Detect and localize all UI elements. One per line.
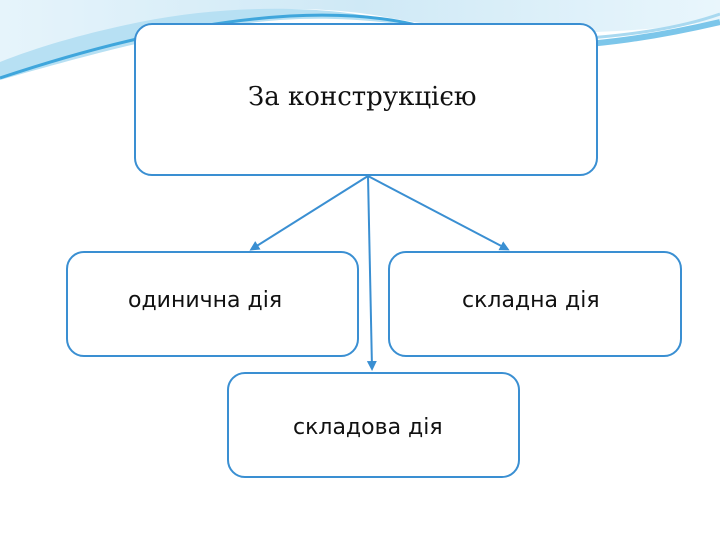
wave-band-light (0, 0, 720, 72)
child-node-complex: складна дія (388, 251, 682, 357)
child-node-complex-label: складна дія (462, 287, 600, 313)
child-node-single: одинична дія (66, 251, 359, 357)
arrow-to-single (249, 175, 369, 251)
root-node-label: За конструкцією (248, 81, 477, 112)
child-node-component-label: складова дія (293, 414, 443, 440)
arrow-to-complex (367, 175, 510, 251)
child-node-single-label: одинична дія (128, 287, 283, 313)
root-node: За конструкцією (134, 23, 598, 176)
wave-line-dark (0, 13, 441, 80)
arrow-to-component (366, 175, 377, 371)
child-node-component: складова дія (227, 372, 520, 478)
